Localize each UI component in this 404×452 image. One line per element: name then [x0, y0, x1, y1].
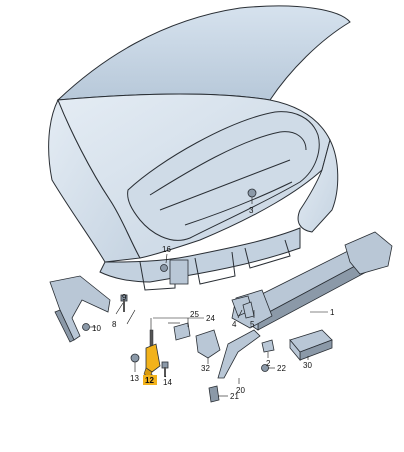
- callout-9: 9: [122, 293, 127, 302]
- part-20-21: [217, 329, 261, 379]
- callout-4: 4: [232, 320, 237, 329]
- rear-panel: [99, 227, 301, 283]
- callout-2: 2: [266, 359, 271, 368]
- left-bracket: [49, 275, 111, 343]
- callout-5: 5: [250, 320, 255, 329]
- part-3-grommet: [247, 188, 257, 198]
- callout-3: 3: [249, 206, 254, 215]
- part-13-nut: [130, 353, 140, 363]
- part-14-bolt: [161, 361, 169, 377]
- part-8-bolt: [120, 294, 128, 312]
- callout-1: 1: [330, 308, 335, 317]
- part-21-fastener: [208, 385, 220, 403]
- callout-32: 32: [201, 364, 210, 373]
- callout-12-highlight: [143, 375, 157, 385]
- trunk-opening: [127, 111, 320, 241]
- car-rear-body: [48, 5, 351, 291]
- callout-8: 8: [112, 320, 117, 329]
- leader-lines: [90, 197, 328, 397]
- callout-30: 30: [303, 361, 312, 370]
- part-30: [289, 329, 333, 362]
- right-quarter-panel: [297, 138, 339, 233]
- callout-16: 16: [162, 245, 171, 254]
- part-25: [173, 322, 191, 341]
- body-bracket: [169, 259, 189, 285]
- callout-12: 12: [145, 376, 154, 385]
- callout-22: 22: [277, 364, 286, 373]
- callout-labels: 1 2 3 4 5 8 9 10 12 13 14 16 20 21 22 24…: [92, 206, 335, 401]
- bumper-reinforcement: [231, 231, 393, 331]
- callout-14: 14: [163, 378, 172, 387]
- callout-10: 10: [92, 324, 101, 333]
- callout-25: 25: [190, 310, 199, 319]
- part-32: [195, 329, 221, 359]
- rear-window: [56, 5, 351, 101]
- callout-24: 24: [206, 314, 215, 323]
- callout-21: 21: [230, 392, 239, 401]
- part-12-highlighted: [143, 343, 161, 379]
- callout-13: 13: [130, 374, 139, 383]
- part-2: [261, 339, 275, 353]
- callout-20: 20: [236, 386, 245, 395]
- part-10-nut: [82, 323, 90, 331]
- part-16-bolt: [160, 264, 168, 272]
